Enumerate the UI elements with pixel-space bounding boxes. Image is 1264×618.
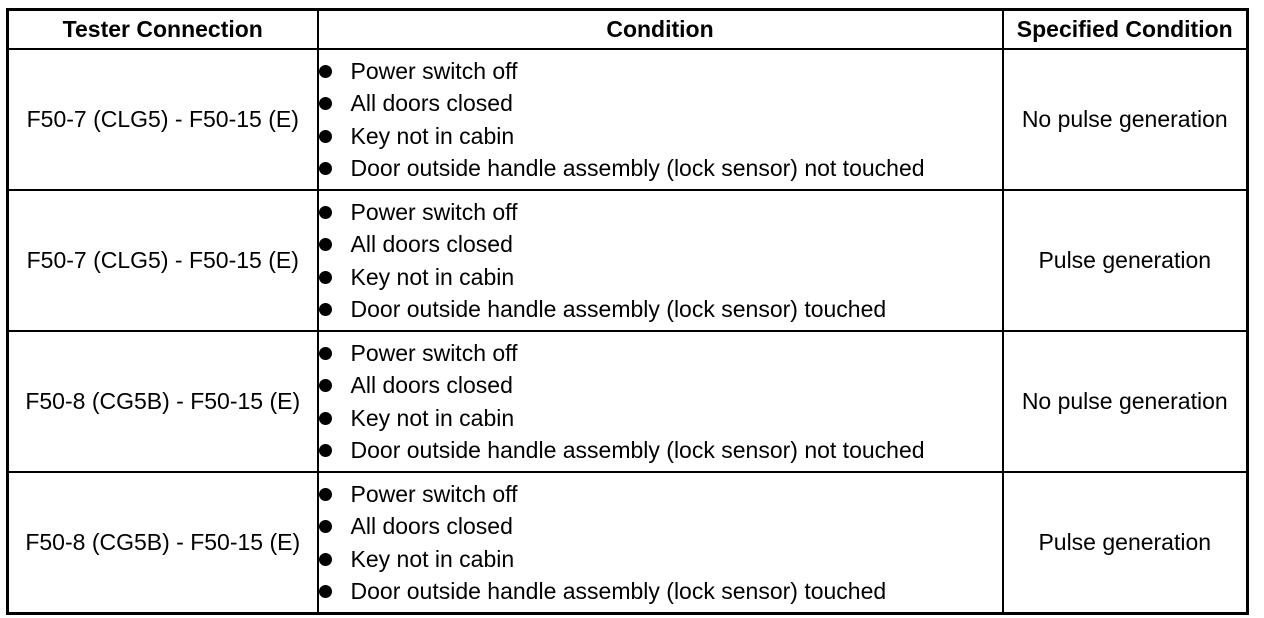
condition-item: All doors closed — [318, 510, 1002, 543]
condition-text: Key not in cabin — [350, 404, 515, 431]
condition-item: Key not in cabin — [318, 543, 1002, 576]
condition-text: All doors closed — [350, 90, 513, 116]
condition-item: All doors closed — [318, 228, 1002, 261]
specified-condition-cell: Pulse generation — [1001, 471, 1249, 615]
header-row: Tester Connection Condition Specified Co… — [6, 8, 1249, 50]
condition-list: Power switch off All doors closed Key no… — [318, 55, 1002, 185]
condition-text: All doors closed — [350, 372, 513, 398]
condition-cell: Power switch off All doors closed Key no… — [316, 471, 1004, 615]
tester-connection-cell: F50-8 (CG5B) - F50-15 (E) — [6, 330, 319, 473]
bullet-icon — [318, 346, 332, 360]
condition-text: Door outside handle assembly (lock senso… — [350, 296, 887, 322]
bullet-icon — [318, 520, 332, 533]
condition-item: Door outside handle assembly (lock senso… — [318, 152, 1002, 185]
condition-item: All doors closed — [318, 369, 1002, 402]
table-row: F50-7 (CLG5) - F50-15 (E) Power switch o… — [6, 48, 1249, 191]
condition-cell: Power switch off All doors closed Key no… — [316, 48, 1004, 191]
condition-list: Power switch off All doors closed Key no… — [318, 478, 1002, 608]
table-body: F50-7 (CLG5) - F50-15 (E) Power switch o… — [6, 48, 1249, 615]
table-header: Tester Connection Condition Specified Co… — [6, 8, 1249, 50]
bullet-icon — [318, 444, 332, 457]
specified-condition-cell: Pulse generation — [1001, 189, 1249, 332]
condition-text: Door outside handle assembly (lock senso… — [350, 578, 887, 604]
bullet-icon — [318, 129, 332, 143]
condition-item: Key not in cabin — [318, 261, 1002, 294]
bullet-icon — [318, 552, 332, 566]
condition-item: Door outside handle assembly (lock senso… — [318, 434, 1002, 467]
condition-text: Door outside handle assembly (lock senso… — [350, 437, 925, 463]
condition-item: Power switch off — [318, 55, 1002, 88]
table-row: F50-8 (CG5B) - F50-15 (E) Power switch o… — [6, 471, 1249, 615]
tester-connection-cell: F50-7 (CLG5) - F50-15 (E) — [6, 189, 319, 332]
condition-item: Power switch off — [318, 478, 1002, 511]
condition-item: Door outside handle assembly (lock senso… — [318, 575, 1002, 608]
bullet-icon — [318, 162, 332, 175]
tester-connection-cell: F50-7 (CLG5) - F50-15 (E) — [6, 48, 319, 191]
condition-text: Power switch off — [350, 198, 518, 225]
condition-item: Power switch off — [318, 337, 1002, 370]
condition-text: Door outside handle assembly (lock senso… — [350, 155, 925, 181]
bullet-icon — [318, 64, 332, 78]
tester-connection-cell: F50-8 (CG5B) - F50-15 (E) — [6, 471, 319, 615]
bullet-icon — [318, 411, 332, 425]
table-row: F50-7 (CLG5) - F50-15 (E) Power switch o… — [6, 189, 1249, 332]
bullet-icon — [318, 379, 332, 392]
condition-list: Power switch off All doors closed Key no… — [318, 196, 1002, 326]
condition-item: Power switch off — [318, 196, 1002, 229]
bullet-icon — [318, 270, 332, 284]
header-condition: Condition — [316, 8, 1004, 50]
condition-item: Key not in cabin — [318, 402, 1002, 435]
condition-item: All doors closed — [318, 87, 1002, 120]
condition-text: Power switch off — [350, 339, 518, 366]
bullet-icon — [318, 97, 332, 110]
condition-text: All doors closed — [350, 231, 513, 257]
header-tester-connection: Tester Connection — [6, 8, 319, 50]
bullet-icon — [318, 303, 332, 316]
condition-text: Key not in cabin — [350, 545, 515, 572]
header-specified-condition: Specified Condition — [1001, 8, 1249, 50]
specified-condition-cell: No pulse generation — [1001, 48, 1249, 191]
condition-text: Power switch off — [350, 57, 518, 84]
specified-condition-cell: No pulse generation — [1001, 330, 1249, 473]
bullet-icon — [318, 238, 332, 251]
bullet-icon — [318, 487, 332, 501]
condition-cell: Power switch off All doors closed Key no… — [316, 330, 1004, 473]
table-row: F50-8 (CG5B) - F50-15 (E) Power switch o… — [6, 330, 1249, 473]
condition-text: Power switch off — [350, 480, 518, 507]
condition-item: Door outside handle assembly (lock senso… — [318, 293, 1002, 326]
condition-text: Key not in cabin — [350, 122, 515, 149]
bullet-icon — [318, 585, 332, 598]
specification-table: Tester Connection Condition Specified Co… — [6, 8, 1249, 615]
condition-item: Key not in cabin — [318, 120, 1002, 153]
condition-text: All doors closed — [350, 513, 513, 539]
condition-cell: Power switch off All doors closed Key no… — [316, 189, 1004, 332]
condition-list: Power switch off All doors closed Key no… — [318, 337, 1002, 467]
bullet-icon — [318, 205, 332, 219]
condition-text: Key not in cabin — [350, 263, 515, 290]
